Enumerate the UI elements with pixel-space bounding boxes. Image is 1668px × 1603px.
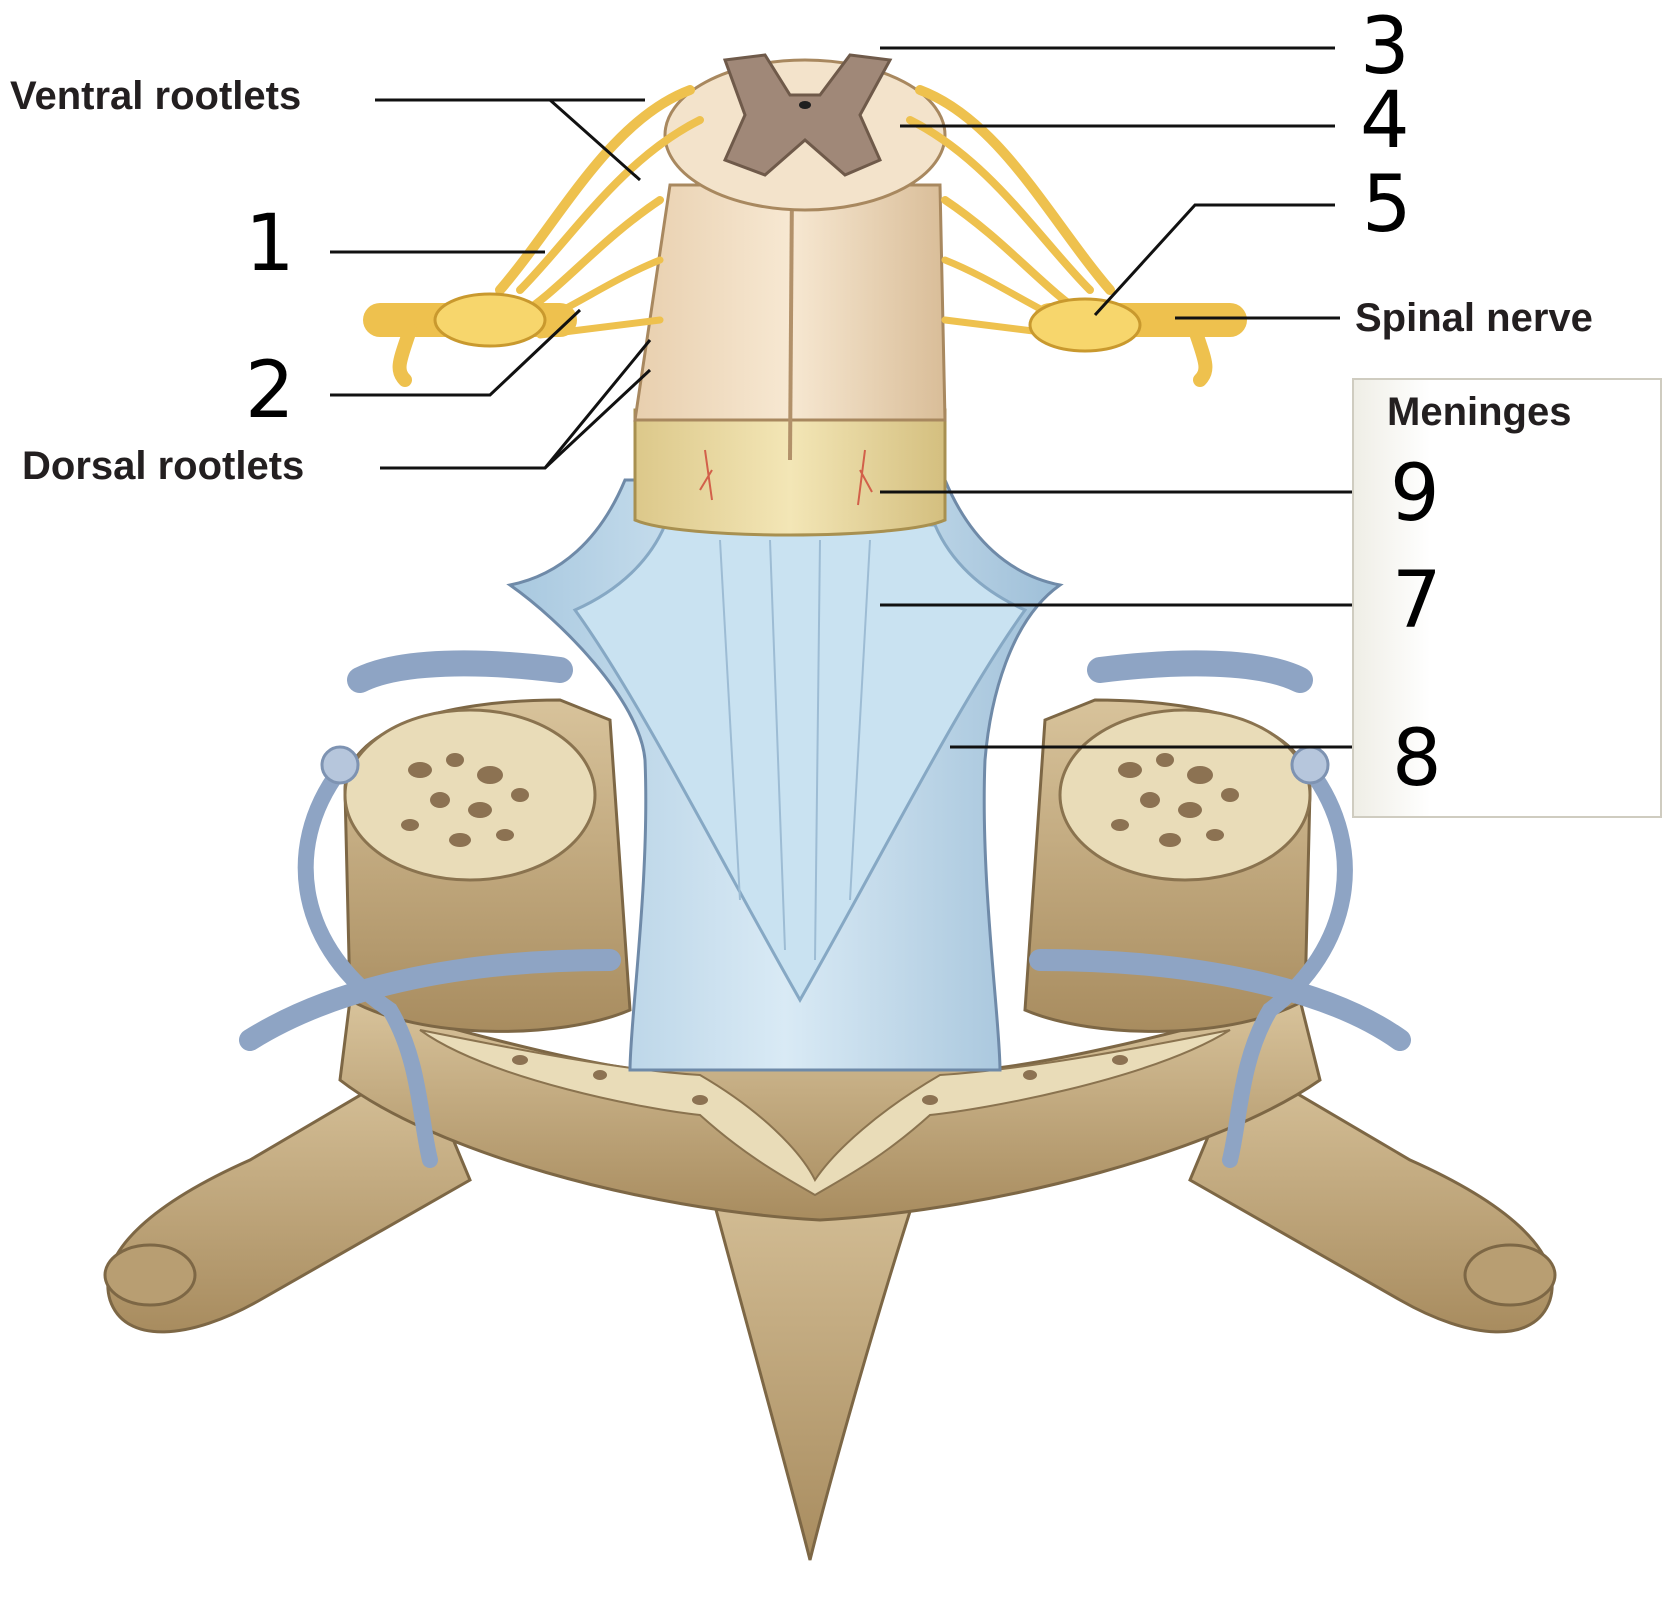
left-transverse-process [106,1057,472,1334]
label-spinal-nerve: Spinal nerve [1355,296,1593,340]
right-process-tip [1463,1243,1557,1307]
handwritten-1: 1 [245,199,295,289]
gray-matter [722,53,893,177]
leader-lines [330,46,1375,749]
central-canal [799,101,811,109]
right-transverse-process [1188,1057,1554,1334]
left-process-tip [103,1243,197,1307]
left-dorsal-root-ganglion [433,292,547,348]
pia-vessels [699,449,873,506]
right-vessel-end [1290,745,1330,785]
handwritten-4: 4 [1360,76,1410,166]
label-meninges: Meninges [1387,390,1572,434]
spongy-bone-holes [401,753,1239,1105]
pia-mater [633,408,947,537]
left-body-top [343,708,597,882]
blood-vessels [239,650,1411,1168]
right-dorsal-root-ganglion [1028,297,1142,353]
handwritten-9: 9 [1390,449,1440,539]
posterior-median-sulcus [788,184,794,461]
handwritten-5: 5 [1362,160,1412,250]
handwritten-2: 2 [245,346,295,436]
vertebra [103,698,1557,1561]
meninges-box [1352,378,1662,818]
handwritten-3: 3 [1360,2,1410,92]
handwritten-8: 8 [1392,714,1442,804]
left-vessel-end [320,745,360,785]
spinous-process [698,1148,933,1561]
label-ventral-rootlets: Ventral rootlets [10,74,302,118]
arachnoid-striations [719,539,871,961]
label-dorsal-rootlets: Dorsal rootlets [22,444,305,488]
right-body-top [1058,708,1312,882]
handwritten-7: 7 [1392,556,1442,646]
